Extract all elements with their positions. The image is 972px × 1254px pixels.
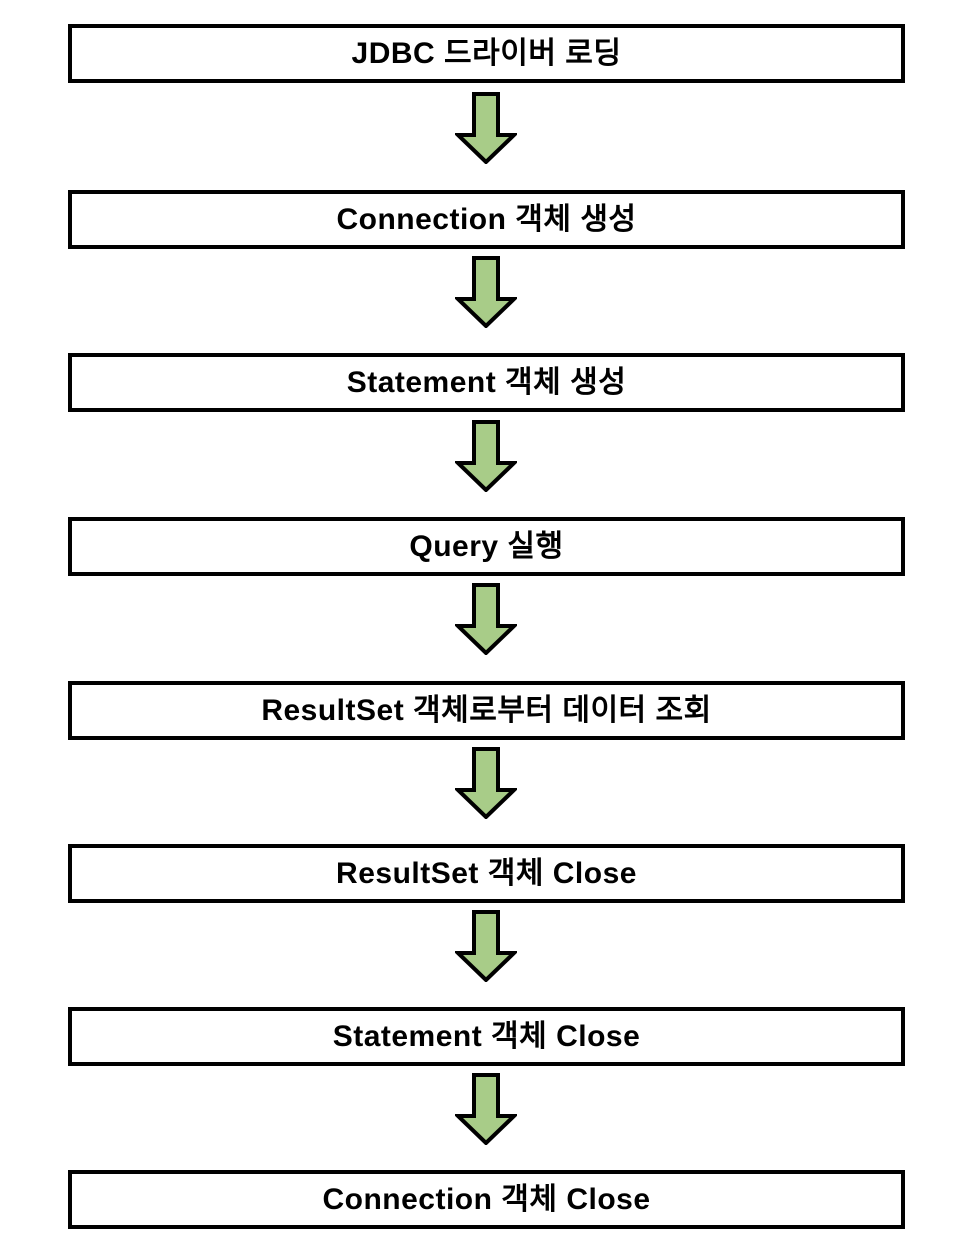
down-arrow-icon-1 (455, 92, 517, 164)
flow-step-box-1: JDBC 드라이버 로딩 (68, 24, 905, 83)
down-arrow-icon-3 (455, 420, 517, 492)
flow-step-box-5: ResultSet 객체로부터 데이터 조회 (68, 681, 905, 740)
flow-step-box-2: Connection 객체 생성 (68, 190, 905, 249)
flow-step-label-5: ResultSet 객체로부터 데이터 조회 (261, 693, 712, 727)
down-arrow-icon-4 (455, 583, 517, 655)
flow-step-label-1: JDBC 드라이버 로딩 (351, 36, 622, 70)
flow-step-label-6: ResultSet 객체 Close (336, 856, 637, 890)
down-arrow-icon-7 (455, 1073, 517, 1145)
flow-step-box-8: Connection 객체 Close (68, 1170, 905, 1229)
flow-step-box-3: Statement 객체 생성 (68, 353, 905, 412)
flow-step-label-7: Statement 객체 Close (332, 1019, 641, 1053)
flow-step-box-6: ResultSet 객체 Close (68, 844, 905, 903)
down-arrow-icon-2 (455, 256, 517, 328)
flow-step-label-8: Connection 객체 Close (322, 1182, 651, 1216)
flow-step-box-7: Statement 객체 Close (68, 1007, 905, 1066)
down-arrow-icon-5 (455, 747, 517, 819)
flow-step-label-4: Query 실행 (409, 529, 564, 563)
flow-step-label-2: Connection 객체 생성 (336, 202, 637, 236)
flow-step-box-4: Query 실행 (68, 517, 905, 576)
down-arrow-icon-6 (455, 910, 517, 982)
flow-step-label-3: Statement 객체 생성 (346, 365, 627, 399)
